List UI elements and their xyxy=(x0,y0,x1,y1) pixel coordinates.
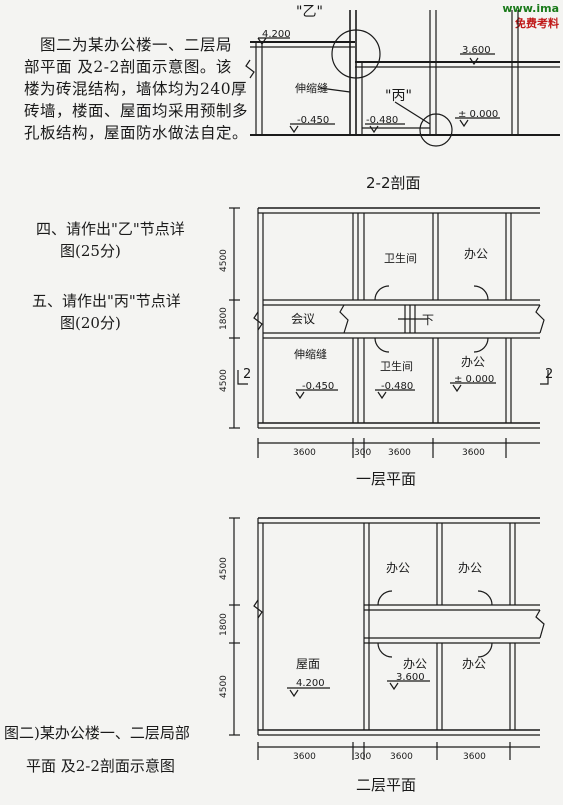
description: 图二为某办公楼一、二层局 部平面 及2-2剖面示意图。该 楼为砖混结构，墙体均为… xyxy=(24,34,248,144)
plan1-dim-h: 3600 xyxy=(462,448,485,458)
question-line: 图(20分) xyxy=(60,314,121,332)
plan1-office-top: 办公 xyxy=(464,246,488,261)
plan1-title: 一层平面 xyxy=(356,470,416,488)
node-yi-label: "乙" xyxy=(296,4,323,20)
plan1-dim-h: 3600 xyxy=(293,448,316,458)
plan1-dim-h: 300 xyxy=(354,448,371,458)
plan2-walls xyxy=(229,517,545,760)
section-elev-c: ± 0.000 xyxy=(458,109,498,120)
plan1-section-mark-left: 2 xyxy=(243,367,251,382)
plan2-elev-roof: 4.200 xyxy=(296,678,325,689)
plan1-dim-v: 4500 xyxy=(219,369,229,392)
question-5: 五、请作出"丙"节点详 图(20分) xyxy=(32,290,181,334)
section-elev-a: -0.450 xyxy=(297,115,329,126)
plan1-down: 下 xyxy=(422,313,434,327)
section-title: 2-2剖面 xyxy=(366,174,421,192)
desc-line: 部平面 及2-2剖面示意图。该 xyxy=(24,58,232,76)
desc-line: 图二为某办公楼一、二层局 xyxy=(40,36,233,54)
desc-line: 砖墙，楼面、屋面均采用预制多 xyxy=(24,102,249,120)
plan2-office-tl: 办公 xyxy=(386,560,410,575)
section-elev-floor2: 3.600 xyxy=(462,45,491,56)
watermark-url: www.ima xyxy=(502,2,559,15)
plan1-dim-v: 4500 xyxy=(219,249,229,272)
plan2-roof: 屋面 xyxy=(296,657,320,671)
section-elev-roof: 4.200 xyxy=(262,29,291,40)
section-elev-b: -0.480 xyxy=(366,115,398,126)
figure-caption: 图二)某办公楼一、二层局部 平面 及2-2剖面示意图 xyxy=(4,722,190,776)
question-4: 四、请作出"乙"节点详 图(25分) xyxy=(36,218,185,262)
plan1-toilet-bot: 卫生间 xyxy=(380,359,413,373)
plan1-section-mark-right: 2 xyxy=(545,367,553,382)
plan2-office-tr: 办公 xyxy=(458,560,482,575)
plan2-dim-v: 1800 xyxy=(219,613,229,636)
plan1-dim-v: 1800 xyxy=(219,307,229,330)
plan2-title: 二层平面 xyxy=(356,776,416,794)
question-line: 图(25分) xyxy=(60,242,121,260)
plan1-dim-h: 3600 xyxy=(388,448,411,458)
watermark-end: 料 xyxy=(548,17,559,30)
plan1-elev-c: ± 0.000 xyxy=(454,374,494,385)
plan2-dim-v: 4500 xyxy=(219,675,229,698)
watermark: www.ima 免费考料 xyxy=(502,2,559,31)
plan1-meeting: 会议 xyxy=(291,312,315,326)
plan1-elev-b: -0.480 xyxy=(381,381,413,392)
question-line: 四、请作出"乙"节点详 xyxy=(36,220,185,238)
plan2-dim-h: 3600 xyxy=(293,752,316,762)
plan2-dim-h: 3600 xyxy=(463,752,486,762)
plan1-walls xyxy=(229,207,549,458)
plan1-toilet-top: 卫生间 xyxy=(384,251,417,265)
question-line: 五、请作出"丙"节点详 xyxy=(32,292,181,310)
caption-line: 图二)某办公楼一、二层局部 xyxy=(4,724,190,742)
desc-line: 楼为砖混结构，墙体均为240厚 xyxy=(24,80,248,98)
plan1-office-bot: 办公 xyxy=(461,354,485,369)
plan2-dim-h: 3600 xyxy=(390,752,413,762)
plan2-office-bl: 办公 xyxy=(403,656,427,671)
section-joint-label: 伸缩缝 xyxy=(295,81,328,95)
desc-line: 孔板结构，屋面防水做法自定。 xyxy=(24,124,249,142)
plan2-elev-floor: 3.600 xyxy=(396,672,425,683)
plan2-office-br: 办公 xyxy=(462,656,486,671)
plan2-dim-h: 300 xyxy=(354,752,371,762)
node-bing-label: "丙" xyxy=(385,88,412,104)
plan1-elev-a: -0.450 xyxy=(302,381,334,392)
plan2-dim-v: 4500 xyxy=(219,557,229,580)
watermark-free: 免费考 xyxy=(515,17,548,30)
section-2-2 xyxy=(245,10,560,147)
plan1-joint: 伸缩缝 xyxy=(294,347,327,361)
caption-line: 平面 及2-2剖面示意图 xyxy=(26,757,175,775)
